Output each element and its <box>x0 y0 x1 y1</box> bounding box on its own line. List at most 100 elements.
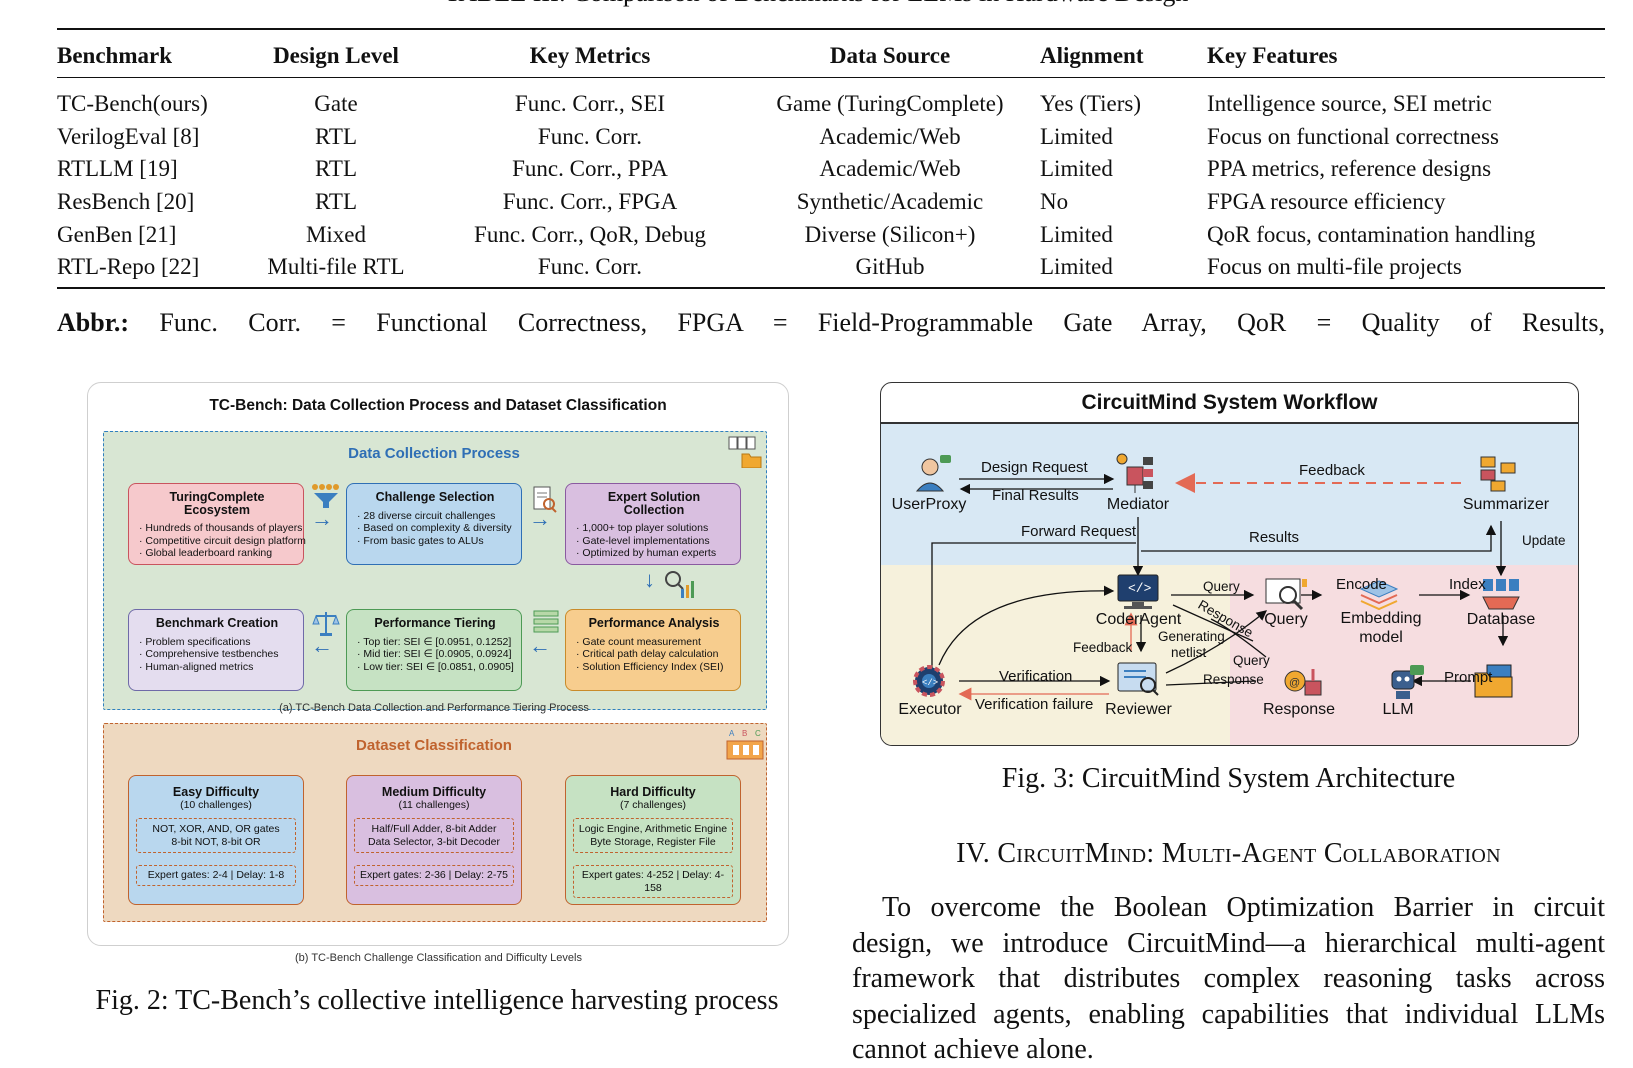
card-easy-difficulty: Easy Difficulty (10 challenges) NOT, XOR… <box>128 775 304 905</box>
card-item: Low tier: SEI ∈ [0.0851, 0.0905] <box>357 661 513 674</box>
summarizer-documents-icon <box>1479 453 1519 498</box>
dataset-classification-title: Dataset Classification <box>356 737 512 754</box>
edge-netlist: netlist <box>1171 645 1207 660</box>
difficulty-count: (11 challenges) <box>398 798 470 811</box>
edge-verification: Verification <box>999 668 1073 685</box>
figure-2-panel: TC-Bench: Data Collection Process and Da… <box>87 382 789 946</box>
card-item: Human-aligned metrics <box>139 661 295 674</box>
table-cell: Focus on multi-file projects <box>1207 254 1462 280</box>
card-item: Top tier: SEI ∈ [0.0951, 0.1252] <box>357 636 513 649</box>
table-cell: RTL <box>314 189 358 215</box>
card-item: 28 diverse circuit challenges <box>357 510 513 523</box>
card-item: Global leaderboard ranking <box>139 547 295 560</box>
table-cell: Func. Corr., QoR, Debug <box>474 221 706 247</box>
table-row: VerilogEval [8] RTL Func. Corr. Academic… <box>57 121 1605 154</box>
arrow-right-icon: → <box>311 506 333 531</box>
card-medium-difficulty: Medium Difficulty (11 challenges) Half/F… <box>346 775 522 905</box>
table-cell: Limited <box>1040 123 1113 149</box>
abc-letter: C <box>755 729 761 738</box>
table-header-row: Benchmark Design Level Key Metrics Data … <box>57 34 1605 78</box>
edge-response-2: Response <box>1203 672 1264 687</box>
edge-forward-request: Forward Request <box>1021 523 1137 540</box>
table-cell: Limited <box>1040 156 1113 182</box>
abc-letter: A <box>729 729 735 738</box>
table-cell: RTL-Repo [22] <box>57 254 200 280</box>
table-cell: GenBen [21] <box>57 221 177 247</box>
code-monitor-icon: </> <box>1116 573 1160 616</box>
checklist-icon <box>533 609 561 642</box>
col-header: Key Features <box>1207 43 1338 68</box>
card-title: Performance Tiering <box>374 616 496 630</box>
user-headset-icon <box>913 453 953 498</box>
section-title: CircuitMind: Multi-Agent Collaboration <box>997 838 1501 869</box>
difficulty-count: (10 challenges) <box>180 798 252 811</box>
edge-verification-failure: Verification failure <box>975 696 1094 713</box>
section-heading: IV. CircuitMind: Multi-Agent Collaborati… <box>852 838 1605 870</box>
table-top-rule <box>57 28 1605 30</box>
difficulty-example: NOT, XOR, AND, OR gates <box>152 823 280 835</box>
difficulty-stats: Expert gates: 2-36 | Delay: 2-75 <box>354 865 514 886</box>
difficulty-count: (7 challenges) <box>620 798 686 811</box>
subcaption-a: (a) TC-Bench Data Collection and Perform… <box>279 702 589 714</box>
difficulty-title: Medium Difficulty <box>381 785 487 799</box>
table-row: RTLLM [19] RTL Func. Corr., PPA Academic… <box>57 153 1605 186</box>
benchmark-table: Benchmark Design Level Key Metrics Data … <box>57 34 1605 284</box>
figure-2-title: TC-Bench: Data Collection Process and Da… <box>209 397 667 414</box>
table-cell: Academic/Web <box>819 123 961 149</box>
node-executor: Executor <box>898 701 962 718</box>
table-cell: Diverse (Silicon+) <box>804 221 976 247</box>
edge-prompt: Prompt <box>1444 669 1493 686</box>
table-row: GenBen [21] Mixed Func. Corr., QoR, Debu… <box>57 218 1605 251</box>
card-expert-solution-collection: Expert Solution Collection 1,000+ top pl… <box>565 483 741 565</box>
funnel-icon <box>311 483 341 514</box>
table-cell: Intelligence source, SEI metric <box>1207 91 1492 117</box>
node-query: Query <box>1264 611 1308 628</box>
difficulty-stats: Expert gates: 2-4 | Delay: 1-8 <box>136 865 296 886</box>
edge-query: Query <box>1203 579 1240 594</box>
difficulty-title: Hard Difficulty <box>610 785 696 799</box>
card-performance-tiering: Performance Tiering Top tier: SEI ∈ [0.0… <box>346 609 522 691</box>
card-item: Problem specifications <box>139 636 295 649</box>
abbr-label: Abbr.: <box>57 308 130 337</box>
table-cell: Func. Corr. <box>537 123 643 149</box>
table-bottom-rule <box>57 287 1605 289</box>
card-title: Performance Analysis <box>588 616 720 630</box>
card-item: Based on complexity & diversity <box>357 522 513 535</box>
table-cell: RTL <box>314 123 358 149</box>
edge-generating: Generating <box>1158 629 1225 644</box>
card-item: Mid tier: SEI ∈ [0.0905, 0.0924] <box>357 648 513 661</box>
card-item: From basic gates to ALUs <box>357 535 513 548</box>
difficulty-stats: Expert gates: 4-252 | Delay: 4-158 <box>573 865 733 898</box>
node-reviewer: Reviewer <box>1105 701 1172 718</box>
difficulty-example: Data Selector, 3-bit Decoder <box>368 835 500 848</box>
svg-text:</>: </> <box>1128 581 1152 596</box>
table-cell: TC-Bench(ours) <box>57 91 208 117</box>
node-database: Database <box>1466 611 1536 628</box>
workflow-connectors <box>931 473 1509 701</box>
table-cell: Mixed <box>305 221 367 247</box>
edge-results: Results <box>1249 529 1300 546</box>
table-cell: Focus on functional correctness <box>1207 123 1499 149</box>
query-search-icon <box>1264 577 1308 618</box>
node-llm: LLM <box>1382 701 1414 718</box>
card-item: Gate-level implementations <box>576 535 732 548</box>
balance-scale-icon <box>312 609 340 642</box>
table-cell: VerilogEval [8] <box>57 123 200 149</box>
body-paragraph: To overcome the Boolean Optimization Bar… <box>852 892 1605 1065</box>
table-cell: Limited <box>1040 254 1113 280</box>
table-cell: Academic/Web <box>819 156 961 182</box>
card-item: Optimized by human experts <box>576 547 732 560</box>
table-cell: Yes (Tiers) <box>1040 91 1141 117</box>
table-cell: FPGA resource efficiency <box>1207 189 1446 215</box>
table-cell: Func. Corr. <box>537 254 643 280</box>
edge-update: Update <box>1522 533 1566 548</box>
node-userproxy: UserProxy <box>891 496 967 513</box>
body-text: To overcome the Boolean Optimization Bar… <box>852 890 1605 1068</box>
edge-feedback-mid: Feedback <box>1073 640 1133 655</box>
table-cell: Gate <box>314 91 358 117</box>
analysis-chart-icon <box>663 569 695 604</box>
arrow-down-icon: ↓ <box>644 567 655 592</box>
prompt-folder-icon <box>1473 663 1515 704</box>
subcaption-b: (b) TC-Bench Challenge Classification an… <box>295 952 582 964</box>
difficulty-example: Half/Full Adder, 8-bit Adder <box>371 823 497 835</box>
